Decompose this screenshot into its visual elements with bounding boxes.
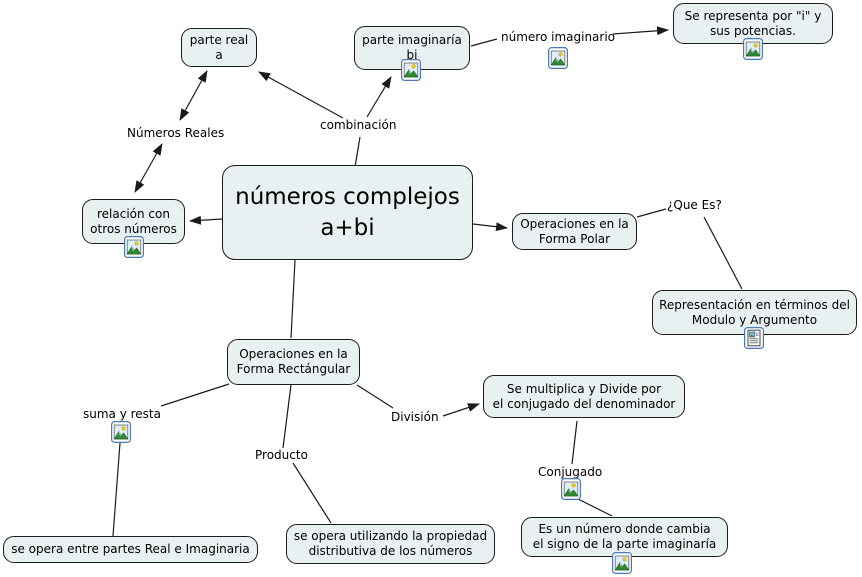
linking-phrase-numero-imaginario[interactable]: número imaginario [501,30,616,44]
connector-line [112,442,121,537]
connector-line [258,71,344,119]
image-resource-icon[interactable] [743,38,763,60]
image-glyph [548,47,568,69]
connector-line [636,208,667,218]
connector-line [571,420,578,465]
concept-node-operaciones-forma-rectangular[interactable]: Operaciones en la Forma Rectángular [227,339,360,385]
linking-phrase-producto[interactable]: Producto [255,448,308,462]
image-resource-icon[interactable] [548,47,568,69]
document-resource-icon[interactable] [744,327,764,349]
image-resource-icon[interactable] [111,421,131,443]
linking-phrase-suma-y-resta[interactable]: suma y resta [83,407,161,421]
concept-node-operaciones-forma-polar[interactable]: Operaciones en la Forma Polar [512,213,637,250]
linking-phrase-conjugado[interactable]: Conjugado [538,465,603,479]
connector-line [356,384,394,409]
image-resource-icon[interactable] [561,478,581,500]
connector-line [612,26,669,36]
concept-node-se-representa[interactable]: Se representa por "i" y sus potencias. [673,3,833,44]
connector-line [470,38,498,47]
image-glyph [401,59,421,81]
concept-node-se-multiplica-divide[interactable]: Se multiplica y Divide por el conjugado … [483,375,685,418]
linking-phrase-division[interactable]: División [391,410,439,424]
image-glyph [561,478,581,500]
concept-node-es-un-numero[interactable]: Es un número donde cambia el signo de la… [521,517,728,557]
linking-phrase-numeros-reales[interactable]: Números Reales [127,126,225,140]
connector-line [189,215,223,225]
connector-line [179,70,208,121]
connector-line [366,76,392,118]
linking-phrase-combinacion[interactable]: combinación [320,118,397,132]
concept-node-se-opera-distributiva[interactable]: se opera utilizando la propiedad distrib… [286,524,495,564]
connector-line [472,222,508,232]
concept-node-numeros-complejos[interactable]: números complejos a+bi [222,165,473,260]
image-glyph [111,421,131,443]
image-resource-icon[interactable] [612,552,632,574]
document-glyph [744,327,764,349]
image-resource-icon[interactable] [124,236,144,258]
concept-node-se-opera-partes[interactable]: se opera entre partes Real e Imaginaria [3,536,258,563]
connector-line [282,384,292,449]
connector-line [134,143,163,193]
connector-line [575,497,613,517]
concept-node-parte-real[interactable]: parte real a [181,28,257,67]
connector-line [703,216,743,290]
connector-line [354,136,361,168]
linking-phrase-que-es[interactable]: ¿Que Es? [667,198,722,212]
image-glyph [612,552,632,574]
connector-line [160,383,230,407]
connector-line [290,259,296,339]
image-glyph [124,236,144,258]
connector-line [292,462,332,524]
image-resource-icon[interactable] [401,59,421,81]
connector-line [442,403,480,417]
image-glyph [743,38,763,60]
